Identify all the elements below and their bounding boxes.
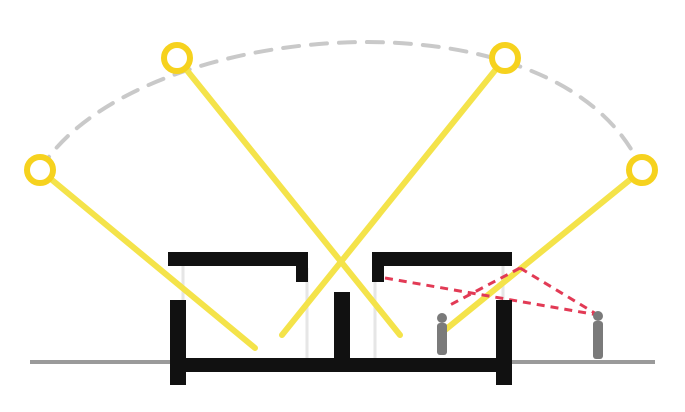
sun-path-arc — [38, 40, 644, 172]
right-wall — [496, 300, 512, 385]
sun-icon — [626, 154, 658, 186]
sun-ray-2 — [174, 55, 403, 338]
right-roof — [372, 252, 512, 266]
sun-ray-1 — [37, 167, 258, 351]
floor-slab — [176, 358, 506, 372]
building-section — [168, 252, 512, 385]
left-roof-drop — [296, 252, 308, 282]
sun-rays — [37, 55, 645, 351]
left-wall — [170, 300, 186, 385]
middle-wall — [334, 292, 350, 362]
sun-icon — [489, 42, 521, 74]
person-icon — [437, 313, 447, 355]
sun-icon — [24, 154, 56, 186]
left-roof — [168, 252, 308, 266]
sun-icon — [161, 42, 193, 74]
person-icon — [593, 311, 603, 359]
sun-ray-3 — [279, 55, 508, 338]
sightline-3 — [519, 266, 599, 317]
sun-ray-4 — [442, 167, 645, 333]
right-roof-drop — [372, 252, 384, 282]
sightlines — [384, 266, 599, 317]
